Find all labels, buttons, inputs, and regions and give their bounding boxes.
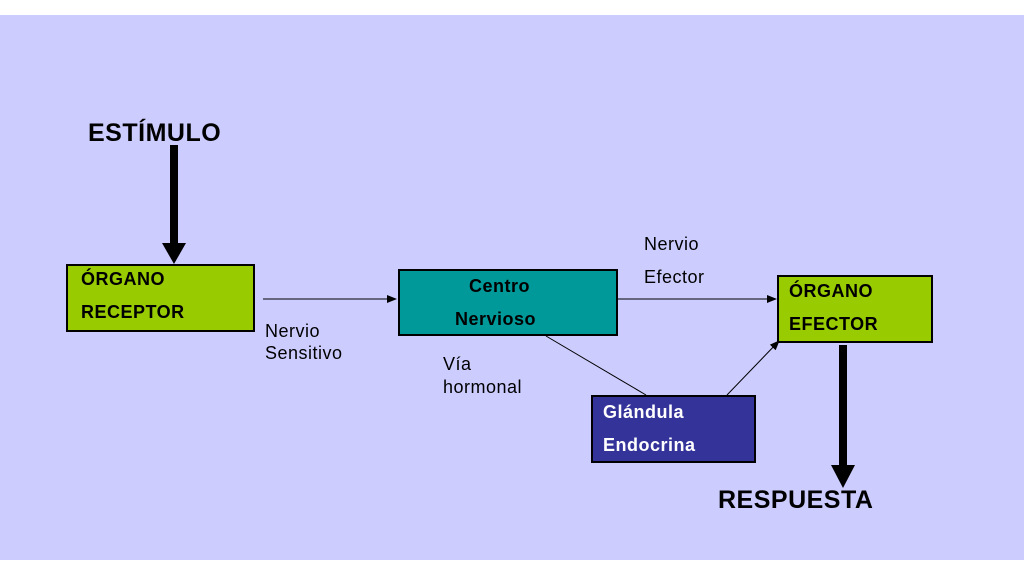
effector-line1: ÓRGANO (789, 281, 873, 301)
stimulus-label: ESTÍMULO (88, 119, 222, 147)
nervous-center-box: Centro Nervioso (398, 269, 618, 336)
endocrine-gland-box: Glándula Endocrina (591, 395, 756, 463)
stimulus-arrow (162, 145, 186, 264)
gland-line2: Endocrina (603, 435, 696, 455)
receptor-line1: ÓRGANO (81, 269, 165, 289)
response-arrow (831, 345, 855, 488)
effector-organ-box: ÓRGANO EFECTOR (777, 275, 933, 343)
center-line1: Centro (469, 276, 530, 296)
response-label: RESPUESTA (718, 486, 874, 514)
sensory-nerve-label-line1: Nervio (265, 321, 321, 341)
effector-line2: EFECTOR (789, 314, 879, 334)
center-line2: Nervioso (455, 309, 537, 329)
hormonal-route-line (545, 335, 647, 396)
sensory-nerve-label-line2: Sensitivo (265, 343, 343, 363)
receptor-line2: RECEPTOR (81, 302, 185, 322)
effector-nerve-label-line1: Nervio (644, 234, 700, 254)
gland-to-effector-arrow (726, 340, 780, 396)
effector-nerve-label-line2: Efector (644, 267, 705, 287)
gland-line1: Glándula (603, 402, 685, 422)
receptor-organ-box: ÓRGANO RECEPTOR (66, 264, 255, 332)
hormonal-route-label-line1: Vía (443, 354, 472, 374)
hormonal-route-label-line2: hormonal (443, 377, 523, 397)
